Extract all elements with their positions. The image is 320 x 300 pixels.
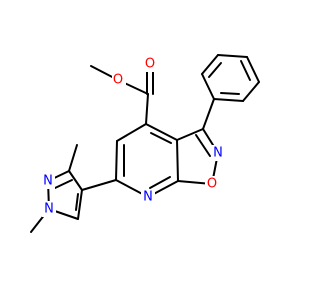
isoxazole-oxygen-background xyxy=(205,176,219,192)
molecule-drawing: O O N O N N N xyxy=(30,54,260,233)
pyrazole-nitrogen-1-background xyxy=(42,201,56,217)
bond-isoxazole-c3-n-inner xyxy=(195,134,211,157)
bond-phenyl-attachment xyxy=(202,98,215,130)
bond-pyridine-inner-1 xyxy=(150,132,172,144)
bond-pyrazole-c3-methyl xyxy=(68,144,78,172)
bond-pyrazole-inner-1 xyxy=(54,179,73,189)
bond-pyridine-c3a-c7a xyxy=(176,139,179,182)
ester-oxygen-label: O xyxy=(113,73,123,88)
bond-phenyl-5 xyxy=(201,54,219,75)
bond-pyridine-c4-c3a xyxy=(145,123,178,141)
pyridine-nitrogen-label: N xyxy=(143,190,153,205)
carbonyl-oxygen-background xyxy=(143,56,157,72)
bond-pyridine-c5-c4 xyxy=(116,123,147,142)
isoxazole-nitrogen-label: N xyxy=(213,146,223,161)
structure-canvas: O O N O N N N xyxy=(30,54,260,233)
carbonyl-oxygen-label: O xyxy=(145,57,155,72)
bond-phenyl-inner-2 xyxy=(240,60,251,81)
bond-pyrazole-c4-c3 xyxy=(68,170,83,191)
bond-pyrazole-c5-c4 xyxy=(77,189,83,220)
ester-oxygen-background xyxy=(112,72,126,88)
bond-pyridine-inner-2 xyxy=(149,176,171,189)
bond-phenyl-2 xyxy=(242,81,260,102)
pyridine-nitrogen-background xyxy=(141,189,155,205)
isoxazole-nitrogen-background xyxy=(211,145,225,161)
bond-phenyl-inner-3 xyxy=(208,62,222,78)
atom-labels: O O N O N N N xyxy=(41,56,225,217)
bond-pyrazole-inner-2 xyxy=(75,193,79,211)
isoxazole-oxygen-label: O xyxy=(207,177,217,192)
pyrazole-nitrogen-2-background xyxy=(41,173,55,189)
bond-pyridine-c6-pyrazole-c4 xyxy=(81,179,117,191)
bond-phenyl-4 xyxy=(217,54,248,58)
bond-phenyl-3 xyxy=(246,56,260,83)
bond-phenyl-inner-1 xyxy=(220,92,240,95)
bond-carbonyl-ring xyxy=(145,93,149,125)
bond-phenyl-6 xyxy=(201,73,215,100)
bond-isoxazole-c3a-c3 xyxy=(176,128,204,141)
bonds xyxy=(30,54,260,233)
pyrazole-nitrogen-1-label: N xyxy=(44,202,54,217)
bond-phenyl-1 xyxy=(213,98,244,102)
pyrazole-nitrogen-2-label: N xyxy=(43,174,53,189)
bond-pyridine-c6-c5 xyxy=(115,140,118,181)
